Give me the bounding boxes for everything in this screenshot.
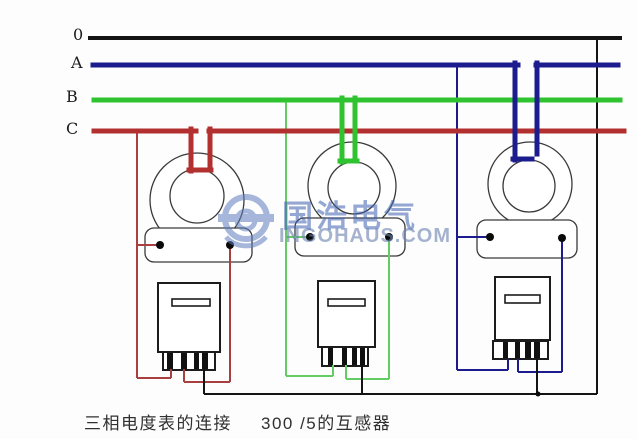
caption-ct-ratio: 300 /5的互感器	[261, 414, 392, 433]
phase-b-bus-line	[91, 95, 623, 165]
phase-a-secondary-wires	[456, 67, 563, 373]
phase-c-bus-line	[91, 126, 627, 174]
meter-2-display	[327, 298, 366, 307]
bus-label-neutral: 0	[73, 25, 84, 44]
meter-3-display	[504, 294, 541, 304]
meter-1-body	[157, 282, 221, 353]
caption-meter-connection: 三相电度表的连接	[84, 414, 232, 433]
ct-shapes	[144, 141, 578, 263]
meter-2-body	[317, 280, 376, 348]
ct-phase-c-window	[169, 168, 225, 224]
phase-b-secondary-wires	[285, 102, 390, 380]
ct-phase-a-window	[502, 159, 556, 213]
ct-phase-b-window	[327, 161, 381, 215]
meter-3-body	[494, 276, 551, 341]
bus-label-phase-c: C	[66, 119, 79, 138]
phase-a-bus-line	[90, 60, 621, 163]
ct-phase-a-terminal-box	[476, 219, 578, 259]
bus-label-phase-a: A	[71, 53, 83, 72]
meter-1-display	[171, 298, 211, 307]
meter-shapes	[157, 276, 551, 371]
meter-terminal-pins	[167, 342, 540, 369]
neutral-junction-dot	[535, 391, 541, 397]
phase-c-secondary-wires	[136, 133, 231, 383]
bus-label-phase-b: B	[66, 87, 78, 106]
